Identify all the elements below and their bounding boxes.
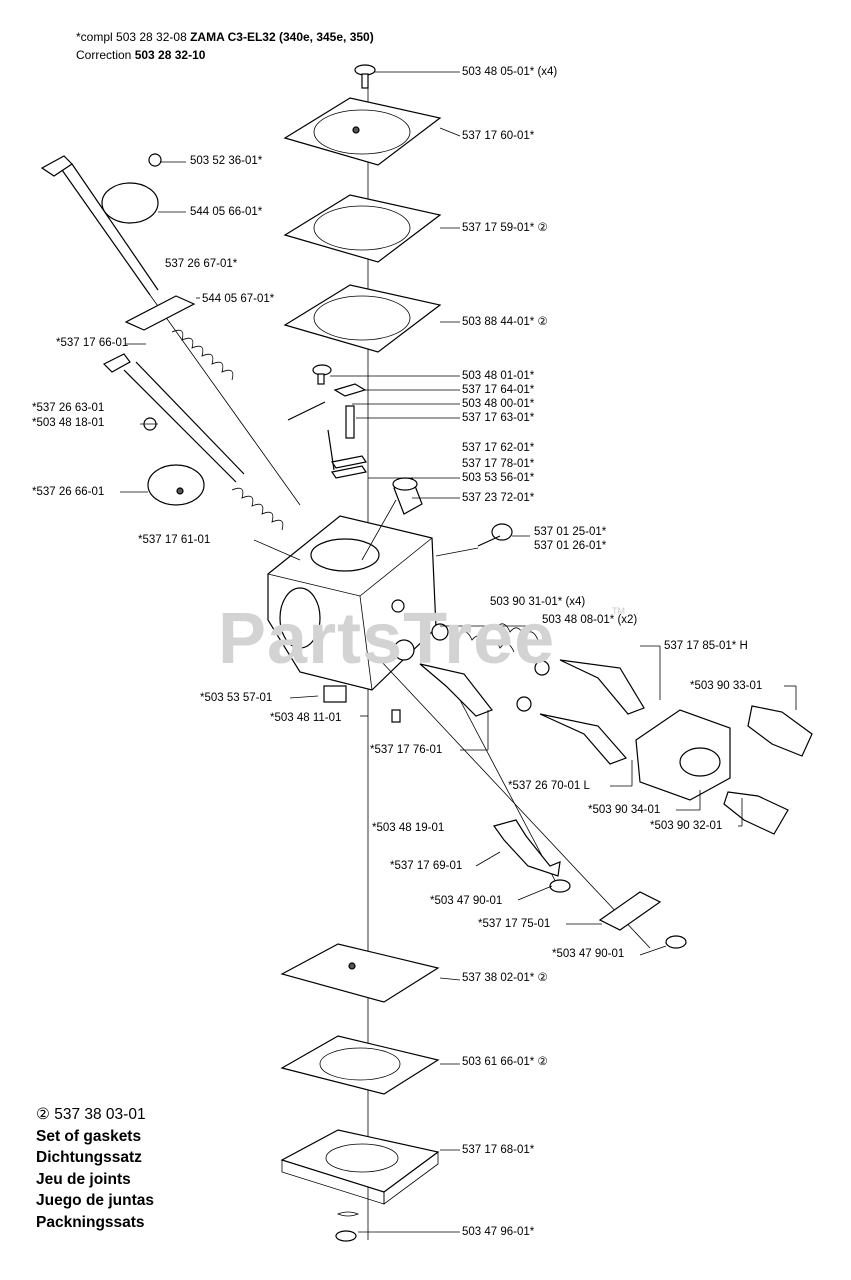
part-label: 537 23 72-01* [462,492,535,504]
nut-part [323,685,401,723]
part-label: 537 17 64-01* [462,384,535,396]
lever-part [124,295,196,331]
part-label: 503 47 96-01* [462,1226,535,1238]
adjust-springs-part [431,623,550,712]
part-label: 537 17 62-01* [462,442,535,454]
part-label: *537 26 63-01 [32,402,105,414]
cover-plate-part [283,97,442,166]
part-label: *537 17 61-01 [138,534,211,546]
part-label: 503 88 44-01* ② [462,316,548,328]
part-label: *503 48 18-01 [32,417,105,429]
legend-line: Dichtungssatz [36,1149,142,1166]
part-label: 503 53 56-01* [462,472,535,484]
bottom-cover-part [280,1129,440,1205]
part-label: 537 26 67-01* [165,258,238,270]
spring-upper-part [171,329,234,381]
inlet-needle-part [392,477,423,515]
part-label: 537 17 59-01* ② [462,222,548,234]
part-label: 537 17 78-01* [462,458,535,470]
leader-line [149,294,301,506]
part-label: *503 48 19-01 [372,822,445,834]
needle-h-part [559,659,645,715]
part-label: 503 90 31-01* (x4) [490,596,586,608]
part-label: 503 48 00-01* [462,398,535,410]
leader-line [361,499,397,561]
part-label: 537 17 68-01* [462,1144,535,1156]
part-label: *503 90 33-01 [690,680,763,692]
part-label: 503 48 08-01* (x2) [542,614,638,626]
part-label: *503 90 34-01 [588,804,661,816]
part-label: 544 05 67-01* [202,293,275,305]
part-label: *537 17 69-01 [390,860,463,872]
part-label: 537 17 63-01* [462,412,535,424]
limiter-cap-part [635,705,813,835]
part-label: 537 38 02-01* ② [462,972,548,984]
part-label: *537 17 76-01 [370,744,443,756]
part-label: *503 47 90-01 [430,895,503,907]
part-label: 537 17 60-01* [462,130,535,142]
part-label: 503 48 01-01* [462,370,535,382]
needle-l-part [539,713,628,765]
small-parts-stack [287,364,367,479]
trademark-mark: TM [612,606,625,616]
fitting-right-part [477,523,513,547]
part-label: *503 47 90-01 [552,948,625,960]
part-label: *537 26 70-01 L [508,780,590,792]
part-label: 537 17 85-01* H [664,640,748,652]
throttle-shaft-part [40,153,162,296]
header-line-2: Correction 503 28 32-10 [76,48,206,62]
callout-leaders [120,71,797,1233]
legend-line: Juego de juntas [36,1192,154,1209]
legend-line: Packningssats [36,1213,145,1231]
gasket-part [283,284,442,353]
part-label: *503 90 32-01 [650,820,723,832]
part-label: 503 48 05-01* (x4) [462,66,558,78]
watermark: PartsTree [218,599,556,679]
link-part [598,891,687,949]
diaphragm-part [283,194,442,263]
part-label: *537 17 75-01 [478,918,551,930]
legend-line: Jeu de joints [36,1170,131,1188]
bottom-screw-part [335,1211,360,1242]
part-label: *537 17 66-01 [56,337,129,349]
gasket-set-legend: ② 537 38 03-01 Set of gaskets Dichtungss… [36,1104,154,1233]
part-label: *503 53 57-01 [200,692,273,704]
part-label: 503 61 66-01* ② [462,1056,548,1068]
lower-lever-part [493,819,571,893]
legend-code: ② 537 38 03-01 [36,1106,146,1123]
bottom-gasket-part [280,943,440,1003]
idle-needle-part [419,663,493,717]
top-screw-part [354,64,376,89]
carburetor-body-part [267,515,437,691]
part-label: *537 26 66-01 [32,486,105,498]
part-label: 537 01 26-01* [534,540,607,552]
choke-shaft-part [102,353,245,506]
part-label: *503 48 11-01 [270,712,342,724]
header-line-1: *compl 503 28 32-08 ZAMA C3-EL32 (340e, … [76,30,374,44]
spring-lower-part [231,487,284,531]
part-label: 503 52 36-01* [190,155,263,167]
bottom-diaphragm-part [280,1035,440,1095]
part-label: 537 01 25-01* [534,526,607,538]
legend-line: Set of gaskets [36,1127,142,1145]
part-label: 544 05 66-01* [190,206,263,218]
leader-line [435,547,479,557]
